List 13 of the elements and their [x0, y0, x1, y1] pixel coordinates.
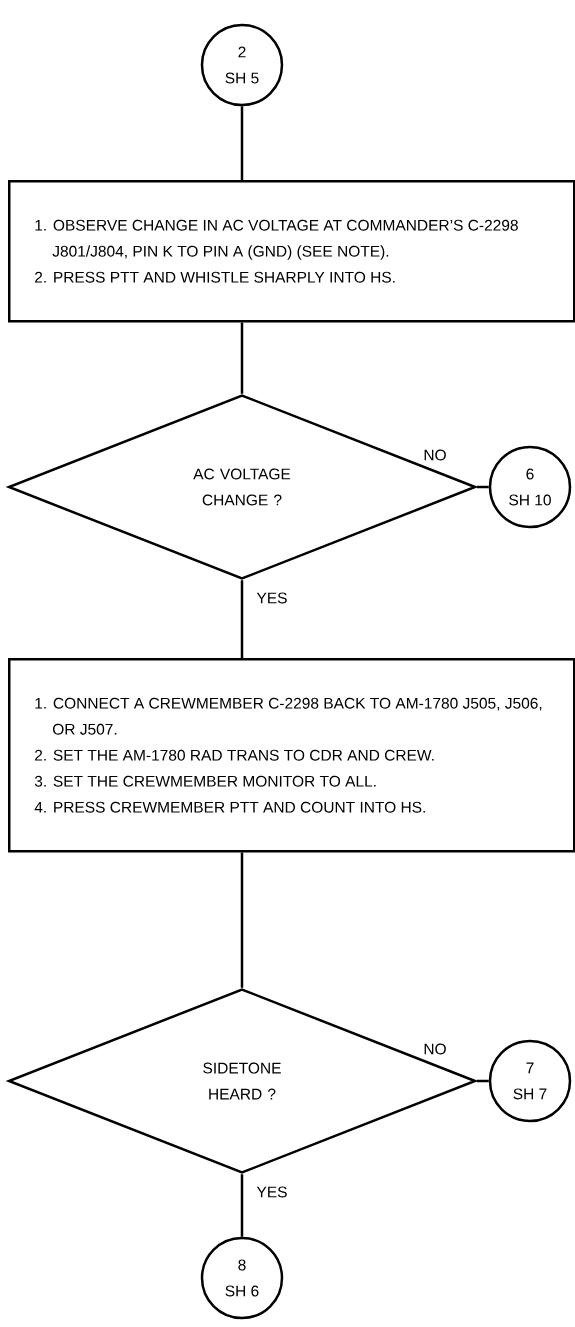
connector-line: [476, 1079, 489, 1083]
connector-line: [240, 322, 244, 394]
edge-label: YES: [255, 591, 289, 605]
process-box: 1. CONNECT A CREWMEMBER C-2298 BACK TO AM-1780 J505, J506, OR J507. 2. SET THE AM-1780 RAD TRANS TO CDR AND CREW. 3. SET THE CREWMEMBER MONITOR TO ALL. 4. PRESS CREWMEMBER PTT AND COUNT INTO HS.: [8, 658, 575, 853]
connector-line: [240, 1174, 244, 1237]
edge-label: YES: [255, 1185, 289, 1199]
process-box: 1. OBSERVE CHANGE IN AC VOLTAGE AT COMMANDER’S C-2298 J801/J804, PIN K TO PIN A (GND) (SEE NOTE). 2. PRESS PTT AND WHISTLE SHARPLY INTO HS.: [8, 180, 575, 323]
connector-line: [240, 106, 244, 180]
connector-line: [476, 485, 489, 489]
connector-line: [240, 580, 244, 658]
edge-label: NO: [422, 448, 448, 462]
connector-line: [240, 852, 244, 988]
edge-label: NO: [422, 1042, 448, 1056]
